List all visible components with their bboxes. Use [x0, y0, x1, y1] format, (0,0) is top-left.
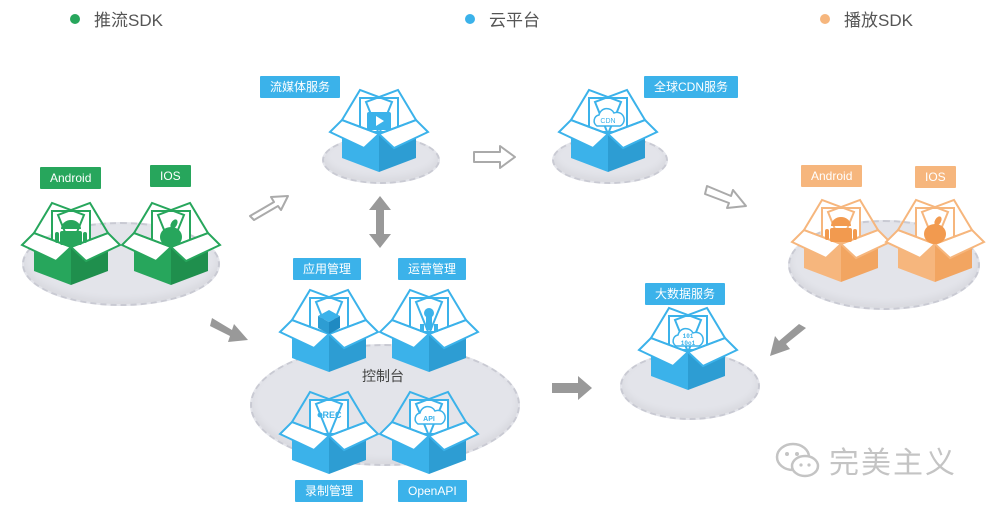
- cdn-icon-text: CDN: [600, 118, 615, 125]
- cloud-icon: CDN: [593, 107, 625, 127]
- play-android-tag: Android: [801, 165, 863, 187]
- rec-mgmt-tag: 录制管理: [295, 480, 364, 502]
- android-icon: [55, 220, 87, 245]
- data-cloud-icon: 101 10o1: [672, 327, 704, 347]
- ops-mgmt-box: [378, 282, 480, 378]
- rec-icon-text: REC: [322, 410, 342, 420]
- watermark: 完美主义: [775, 438, 957, 482]
- play-android-box: [790, 192, 892, 288]
- video-play-icon: [367, 112, 391, 130]
- apple-icon: [924, 216, 946, 244]
- legend-label-push-sdk: 推流SDK: [94, 11, 163, 30]
- openapi-tag: OpenAPI: [398, 480, 467, 502]
- arrow-console-to-bigdata: [550, 374, 594, 402]
- legend-label-cloud: 云平台: [489, 11, 540, 30]
- arrow-push-to-console: [210, 312, 250, 344]
- legend-push-sdk: 推流SDK: [70, 6, 163, 31]
- arrow-push-to-streaming: [248, 190, 292, 222]
- ops-mgmt-tag: 运营管理: [398, 258, 467, 280]
- openapi-box: API: [378, 384, 480, 480]
- android-icon: [825, 217, 857, 242]
- api-cloud-icon: API: [414, 405, 446, 425]
- rec-mgmt-box: REC: [278, 384, 380, 480]
- legend-cloud: 云平台: [465, 6, 540, 31]
- streaming-box: [328, 82, 430, 178]
- wrench-icon: [420, 308, 438, 332]
- arrow-cdn-to-play: [704, 178, 749, 212]
- app-mgmt-tag: 应用管理: [293, 258, 362, 280]
- watermark-text: 完美主义: [829, 447, 957, 480]
- legend-dot-green: [70, 13, 80, 24]
- streaming-service-tag: 流媒体服务: [260, 76, 341, 98]
- play-ios-box: [884, 192, 986, 288]
- chat-bubble-icon: [775, 442, 820, 478]
- bigdata-service-tag: 大数据服务: [645, 283, 726, 305]
- arrow-play-to-bigdata: [768, 322, 808, 358]
- arrow-streaming-console-bidirectional: [368, 196, 392, 248]
- legend-label-play-sdk: 播放SDK: [844, 11, 913, 30]
- record-icon: REC: [317, 410, 342, 420]
- api-icon-text: API: [423, 416, 435, 423]
- cdn-service-tag: 全球CDN服务: [644, 76, 738, 98]
- cube-icon: [318, 310, 340, 334]
- play-ios-tag: IOS: [915, 166, 956, 188]
- push-ios-box: [120, 195, 222, 291]
- bigdata-box: 101 10o1: [637, 300, 739, 396]
- app-mgmt-box: [278, 282, 380, 378]
- console-label: 控制台: [362, 368, 404, 384]
- legend-dot-orange: [820, 13, 830, 24]
- legend-play-sdk: 播放SDK: [820, 6, 913, 31]
- bigdata-icon-row1: 101: [683, 333, 694, 340]
- apple-icon: [160, 219, 182, 247]
- bigdata-icon-row2: 10o1: [681, 340, 696, 347]
- arrow-streaming-to-cdn: [472, 144, 518, 170]
- cdn-box: CDN: [557, 82, 659, 178]
- push-android-box: [20, 195, 122, 291]
- push-android-tag: Android: [40, 167, 102, 189]
- legend-dot-blue: [465, 13, 475, 24]
- push-ios-tag: IOS: [150, 165, 191, 187]
